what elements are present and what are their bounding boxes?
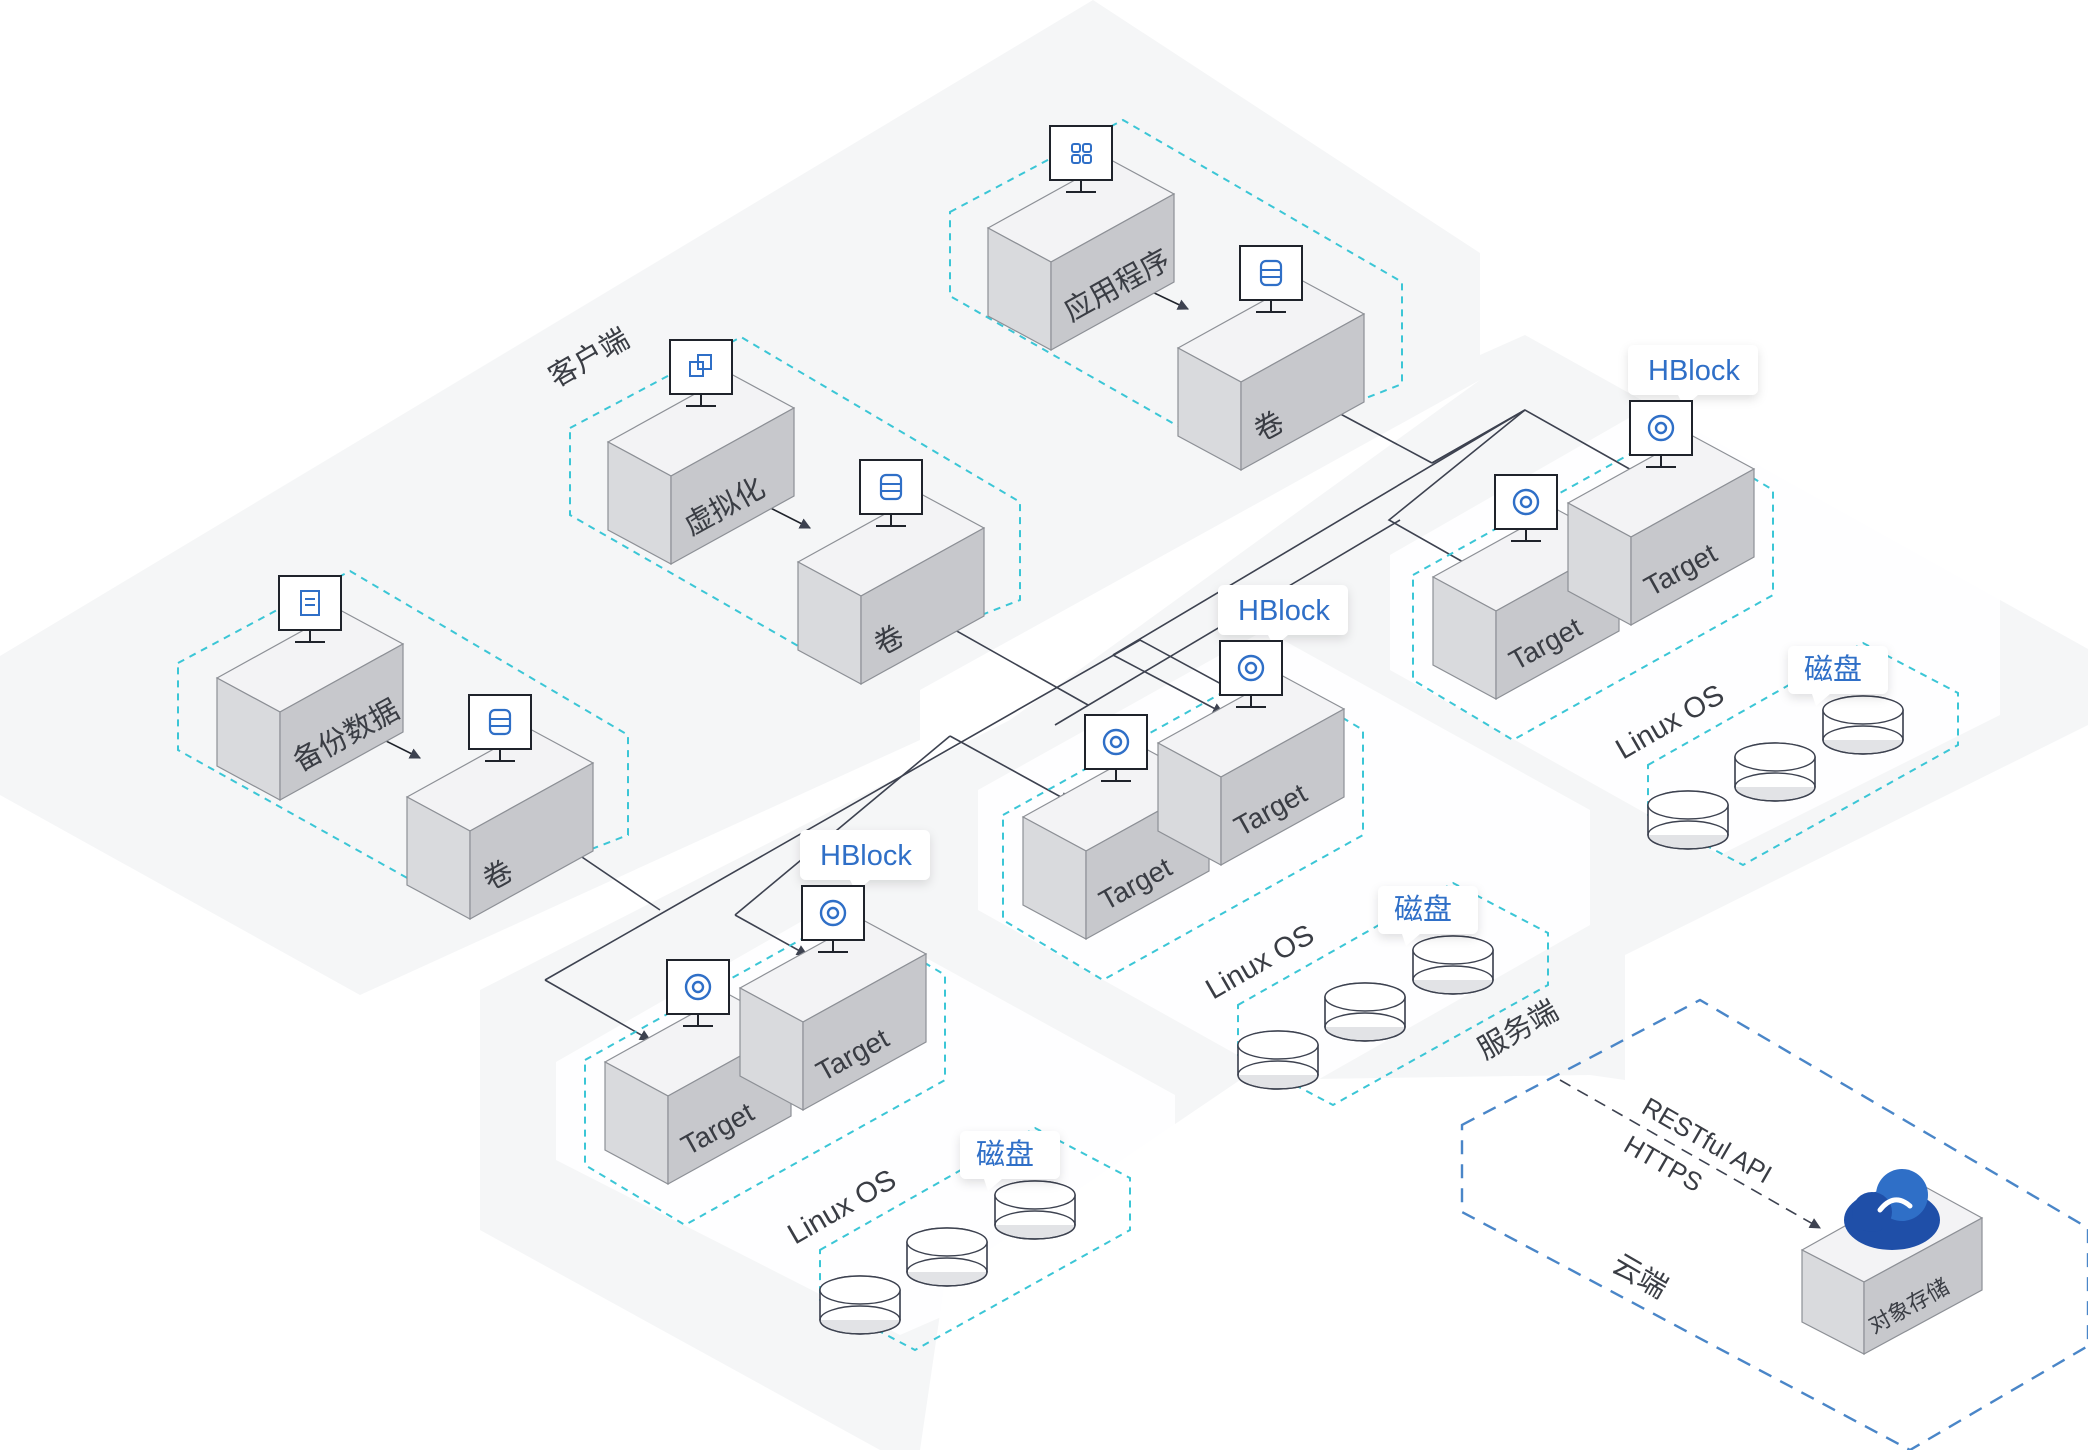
api-arrow xyxy=(1559,1079,1821,1229)
cloud-icon xyxy=(1844,1169,1940,1250)
apps-icon xyxy=(1049,125,1113,193)
target-icon xyxy=(1629,400,1693,468)
hblock-mid-disk-3 xyxy=(1412,935,1494,995)
target-icon xyxy=(1219,640,1283,708)
hblock-mid-disk-1 xyxy=(1237,1030,1319,1090)
hblock-mid-hblock-label: HBlock xyxy=(1238,595,1330,627)
hblock-right-disk-3 xyxy=(1822,695,1904,755)
hblock-left-hblock-callout: HBlock xyxy=(800,830,930,892)
virtualization-volume-box: 卷 xyxy=(796,459,986,686)
hblock-left-disk-2 xyxy=(906,1227,988,1287)
cloud-zone xyxy=(1460,998,2088,1450)
hblock-left-disk-3 xyxy=(994,1180,1076,1240)
backup-volume-box: 卷 xyxy=(405,694,595,921)
hblock-left-disk-callout: 磁盘 xyxy=(960,1131,1060,1191)
hblock-left-hblock-label: HBlock xyxy=(820,840,912,872)
target-icon xyxy=(801,885,865,953)
object-storage-box: 对象存储 xyxy=(1800,1169,1984,1356)
hblock-right-disk-1 xyxy=(1647,790,1729,850)
cloud-zone-label: 云端 xyxy=(1607,1247,1674,1305)
hblock-mid-disk-2 xyxy=(1324,982,1406,1042)
hblock-mid-disk-callout: 磁盘 xyxy=(1378,886,1478,946)
client-group-backup xyxy=(177,569,629,905)
volume-icon xyxy=(468,694,532,762)
backup-icon xyxy=(278,575,342,643)
target-icon xyxy=(1084,714,1148,782)
connector-lines xyxy=(544,394,1643,1041)
hblock-mid-hblock-callout: HBlock xyxy=(1218,585,1348,647)
app-box: 应用程序 xyxy=(986,125,1176,352)
app-volume-box: 卷 xyxy=(1176,245,1366,472)
target-icon xyxy=(666,959,730,1027)
hblock-left-disk-1 xyxy=(819,1275,901,1335)
target-icon xyxy=(1494,474,1558,542)
hblock-right-hblock-callout: HBlock xyxy=(1628,345,1758,407)
client-group-app xyxy=(949,118,1403,455)
volume-icon xyxy=(859,459,923,527)
volume-icon xyxy=(1239,245,1303,313)
virtualization-icon xyxy=(669,339,733,407)
hblock-left-disk-label: 磁盘 xyxy=(976,1138,1034,1171)
hblock-right-hblock-label: HBlock xyxy=(1648,355,1740,387)
client-group-virtualization xyxy=(569,335,1021,672)
hblock-right-disk-label: 磁盘 xyxy=(1804,653,1862,686)
hblock-right-disk-callout: 磁盘 xyxy=(1788,646,1888,706)
hblock-right-disk-2 xyxy=(1734,742,1816,802)
hblock-right-target-2: Target xyxy=(1566,400,1756,627)
hblock-mid-disk-label: 磁盘 xyxy=(1394,893,1452,926)
backup-box: 备份数据 xyxy=(215,575,405,802)
